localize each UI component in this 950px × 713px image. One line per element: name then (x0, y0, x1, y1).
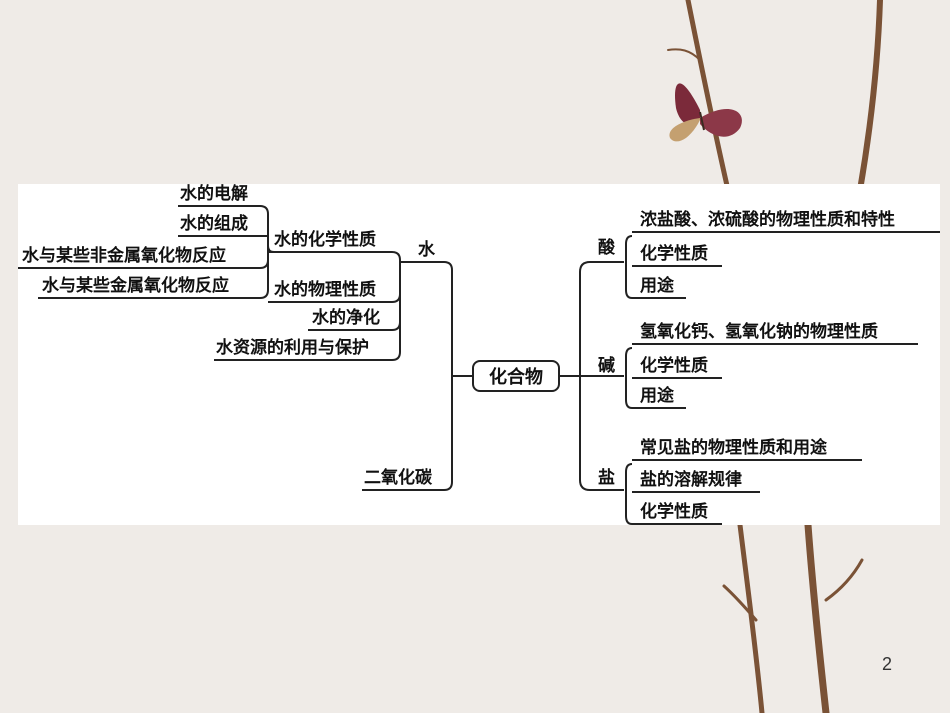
node-water-electrolysis: 水的电解 (180, 184, 248, 204)
line-salt-bracket (625, 463, 633, 525)
node-water-purify: 水的净化 (312, 308, 380, 328)
node-base-physical: 氢氧化钙、氢氧化钠的物理性质 (640, 322, 878, 342)
node-salt-chemical: 化学性质 (640, 502, 708, 522)
node-co2: 二氧化碳 (364, 468, 432, 488)
butterfly-illustration (669, 83, 742, 142)
node-water-nonmetal-oxide: 水与某些非金属氧化物反应 (22, 246, 226, 266)
node-acid: 酸 (598, 238, 615, 258)
node-salt-solubility: 盐的溶解规律 (640, 470, 742, 490)
line-water-node (400, 261, 472, 377)
line-salt-branch (579, 376, 624, 491)
line-acid-bracket (625, 235, 633, 299)
node-base-chemical: 化学性质 (640, 356, 708, 376)
line-base-bracket (625, 347, 633, 409)
node-salt: 盐 (598, 468, 615, 488)
node-acid-chemical: 化学性质 (640, 244, 708, 264)
node-water: 水 (418, 240, 435, 260)
node-water-physical: 水的物理性质 (274, 280, 376, 300)
node-compound-hub: 化合物 (472, 360, 560, 392)
line-water-electrolysis (178, 205, 269, 240)
node-water-resource: 水资源的利用与保护 (216, 338, 369, 358)
line-water-chemical (268, 251, 401, 262)
mindmap-card (18, 184, 940, 525)
node-water-metal-oxide: 水与某些金属氧化物反应 (42, 276, 229, 296)
line-water-resource (214, 262, 401, 361)
node-base: 碱 (598, 356, 615, 376)
node-water-chemical: 水的化学性质 (274, 230, 376, 250)
node-acid-physical: 浓盐酸、浓硫酸的物理性质和特性 (640, 210, 895, 230)
page-number: 2 (881, 654, 892, 674)
line-co2-node (362, 376, 453, 491)
node-water-composition: 水的组成 (180, 214, 248, 234)
node-salt-physical: 常见盐的物理性质和用途 (640, 438, 827, 458)
node-acid-uses: 用途 (640, 276, 674, 296)
line-acid-branch (579, 261, 624, 376)
node-base-uses: 用途 (640, 386, 674, 406)
